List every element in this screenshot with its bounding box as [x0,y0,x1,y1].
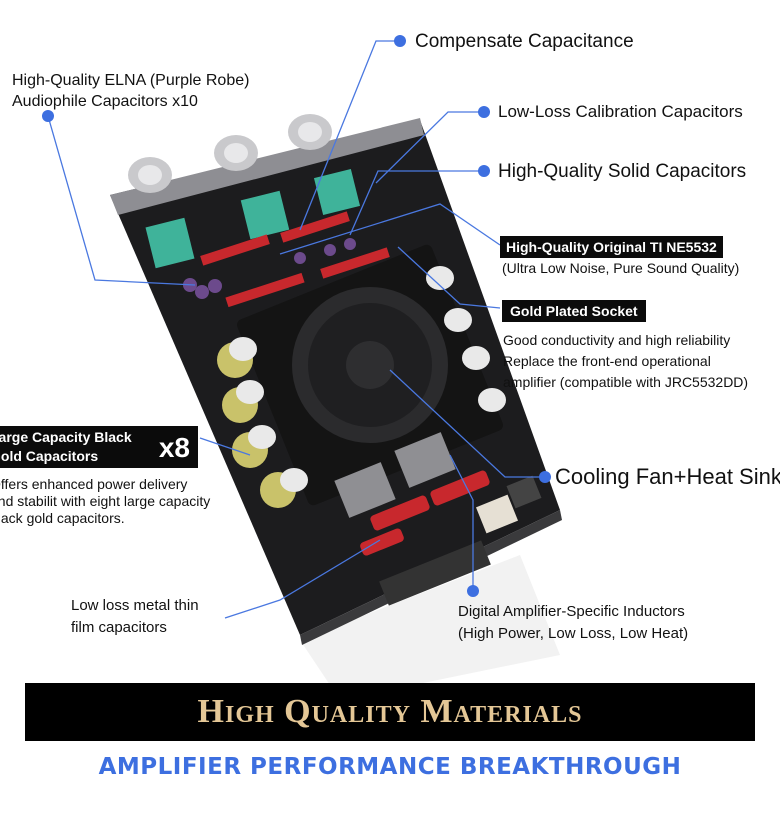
solid-capacitors-label: High-Quality Solid Capacitors [498,161,747,182]
inductors-label-line2: (High Power, Low Loss, Low Heat) [458,625,689,642]
black-gold-desc-line3: black gold capacitors. [0,510,125,526]
gold-socket-desc-line1: Good conductivity and high reliability [503,332,731,348]
volume-knobs [128,114,332,193]
cooling-fan-label: Cooling Fan+Heat Sink [555,464,780,489]
elna-capacitors-label-line1: High-Quality ELNA (Purple Robe) [12,72,250,89]
gold-socket-badge: Gold Plated Socket [502,300,646,322]
callout-lines [47,40,545,619]
compensate-capacitance-label: Compensate Capacitance [415,31,634,52]
black-gold-count: x8 [158,432,190,463]
low-loss-calibration-label: Low-Loss Calibration Capacitors [498,102,743,121]
banner-title: High Quality Materials [197,693,583,730]
inductors-label-line1: Digital Amplifier-Specific Inductors [458,603,685,620]
elna-capacitors-label-line2: Audiophile Capacitors x10 [12,93,198,110]
front-panel-bracket [110,118,424,215]
ne5532-subtitle: (Ultra Low Noise, Pure Sound Quality) [502,260,740,276]
callout-dots [42,35,551,597]
black-gold-desc-line2: and stabilit with eight large capacity [0,493,211,509]
banner-subtitle: AMPLIFIER PERFORMANCE BREAKTHROUGH [98,754,682,780]
black-gold-capacitors-badge: Large Capacity Black Gold Capacitors x8 [0,426,198,468]
gold-socket-desc-line3: amplifier (compatible with JRC5532DD) [503,374,749,390]
black-gold-desc-line1: Offers enhanced power delivery [0,476,188,492]
gold-socket-desc-line2: Replace the front-end operational [503,353,711,369]
black-gold-badge-line1: Large Capacity Black [0,429,132,445]
ne5532-title-badge: High-Quality Original TI NE5532 [500,236,723,258]
film-capacitors-label-line2: film capacitors [71,619,167,636]
black-gold-badge-line2: Gold Capacitors [0,448,99,464]
title-banner: High Quality Materials [25,683,755,741]
film-capacitors-label-line1: Low loss metal thin [71,597,199,614]
